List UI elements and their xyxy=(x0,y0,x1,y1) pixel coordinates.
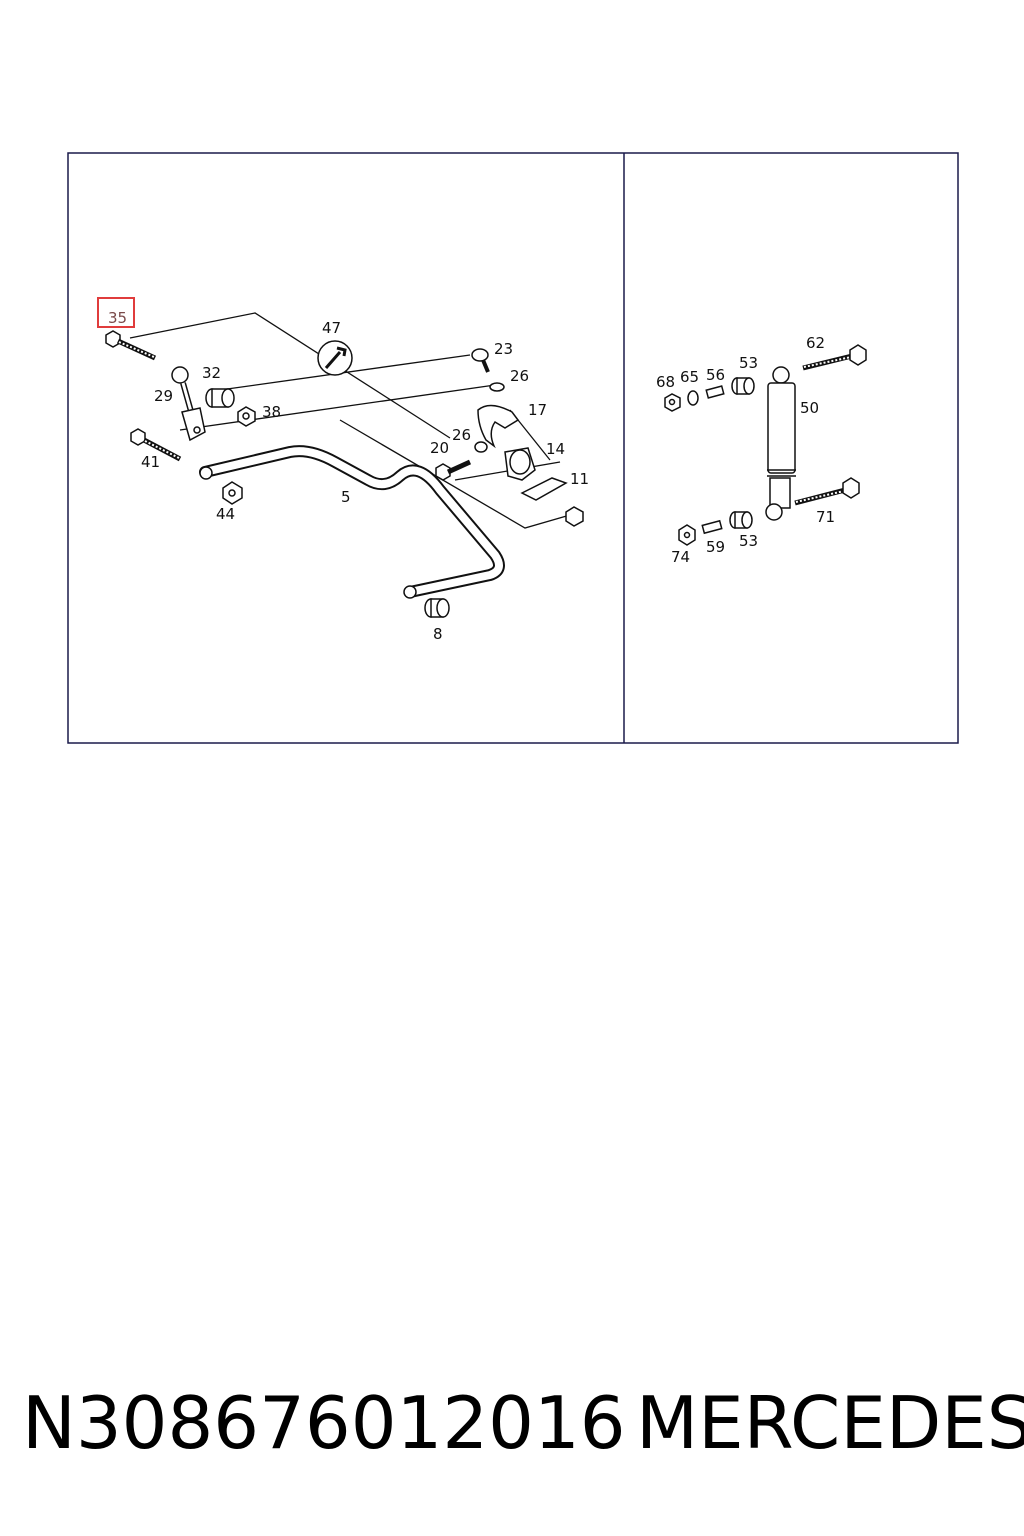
callout-62: 62 xyxy=(806,334,825,352)
sleeve-59-icon xyxy=(701,519,723,535)
bolt-20-icon xyxy=(435,459,472,481)
stabilizer-bar-icon xyxy=(199,445,505,599)
brand-name: MERCEDES xyxy=(636,1381,1024,1465)
callout-65: 65 xyxy=(680,368,699,386)
callout-44: 44 xyxy=(216,505,235,523)
callout-56: 56 xyxy=(706,366,725,384)
callout-23: 23 xyxy=(494,340,513,358)
diagram-frame xyxy=(67,152,959,744)
washer-65-icon xyxy=(687,390,699,406)
callout-50: 50 xyxy=(800,399,819,417)
rubber-mount-icon xyxy=(504,447,536,481)
callout-59: 59 xyxy=(706,538,725,556)
nut-bracket-icon xyxy=(565,506,584,527)
callout-47: 47 xyxy=(322,319,341,337)
nut-68-icon xyxy=(664,393,681,412)
bushing-8-icon xyxy=(424,598,450,618)
callout-53b: 53 xyxy=(739,532,758,550)
caption: N308676012016 MERCEDES xyxy=(0,1378,1024,1468)
callout-38: 38 xyxy=(262,403,281,421)
callout-20: 20 xyxy=(430,439,449,457)
nut-74-icon xyxy=(678,524,696,546)
bolt-35-icon xyxy=(105,330,157,361)
bolt-41-icon xyxy=(130,428,182,462)
callout-5: 5 xyxy=(341,488,351,506)
bushing-32-icon xyxy=(205,388,235,408)
callout-68: 68 xyxy=(656,373,675,391)
callout-26: 26 xyxy=(510,367,529,385)
wrench-icon xyxy=(317,340,353,376)
callout-35: 35 xyxy=(108,309,127,327)
bolt-71-icon xyxy=(794,477,860,506)
callout-8: 8 xyxy=(433,625,443,643)
sleeve-56-icon xyxy=(705,385,725,399)
callout-53: 53 xyxy=(739,354,758,372)
washer-26-icon xyxy=(489,382,505,392)
washer-26b-icon xyxy=(474,441,488,453)
nut-38-icon xyxy=(237,406,256,427)
part-number: N308676012016 xyxy=(22,1381,626,1465)
highlight-box xyxy=(97,297,135,328)
stabilizer-link-icon xyxy=(171,366,206,442)
bushing-53b-icon xyxy=(729,511,753,529)
callout-32: 32 xyxy=(202,364,221,382)
callout-26b: 26 xyxy=(452,426,471,444)
shock-absorber-icon xyxy=(765,366,796,521)
bushing-53-icon xyxy=(731,377,755,395)
clamp-17-icon xyxy=(477,404,520,449)
callout-11: 11 xyxy=(570,470,589,488)
plate-11-icon xyxy=(520,477,568,501)
callout-71: 71 xyxy=(816,508,835,526)
nut-44-icon xyxy=(222,481,243,505)
callout-17: 17 xyxy=(528,401,547,419)
callout-14: 14 xyxy=(546,440,565,458)
bolt-62-icon xyxy=(802,344,867,371)
callout-41: 41 xyxy=(141,453,160,471)
right-panel-labels: 62 53 68 65 56 50 71 74 59 53 xyxy=(656,334,835,566)
left-panel-labels: 35 47 23 26 32 29 38 17 26 41 20 14 11 5… xyxy=(108,309,589,643)
callout-74: 74 xyxy=(671,548,690,566)
bolt-23-icon xyxy=(471,348,490,373)
callout-29: 29 xyxy=(154,387,173,405)
